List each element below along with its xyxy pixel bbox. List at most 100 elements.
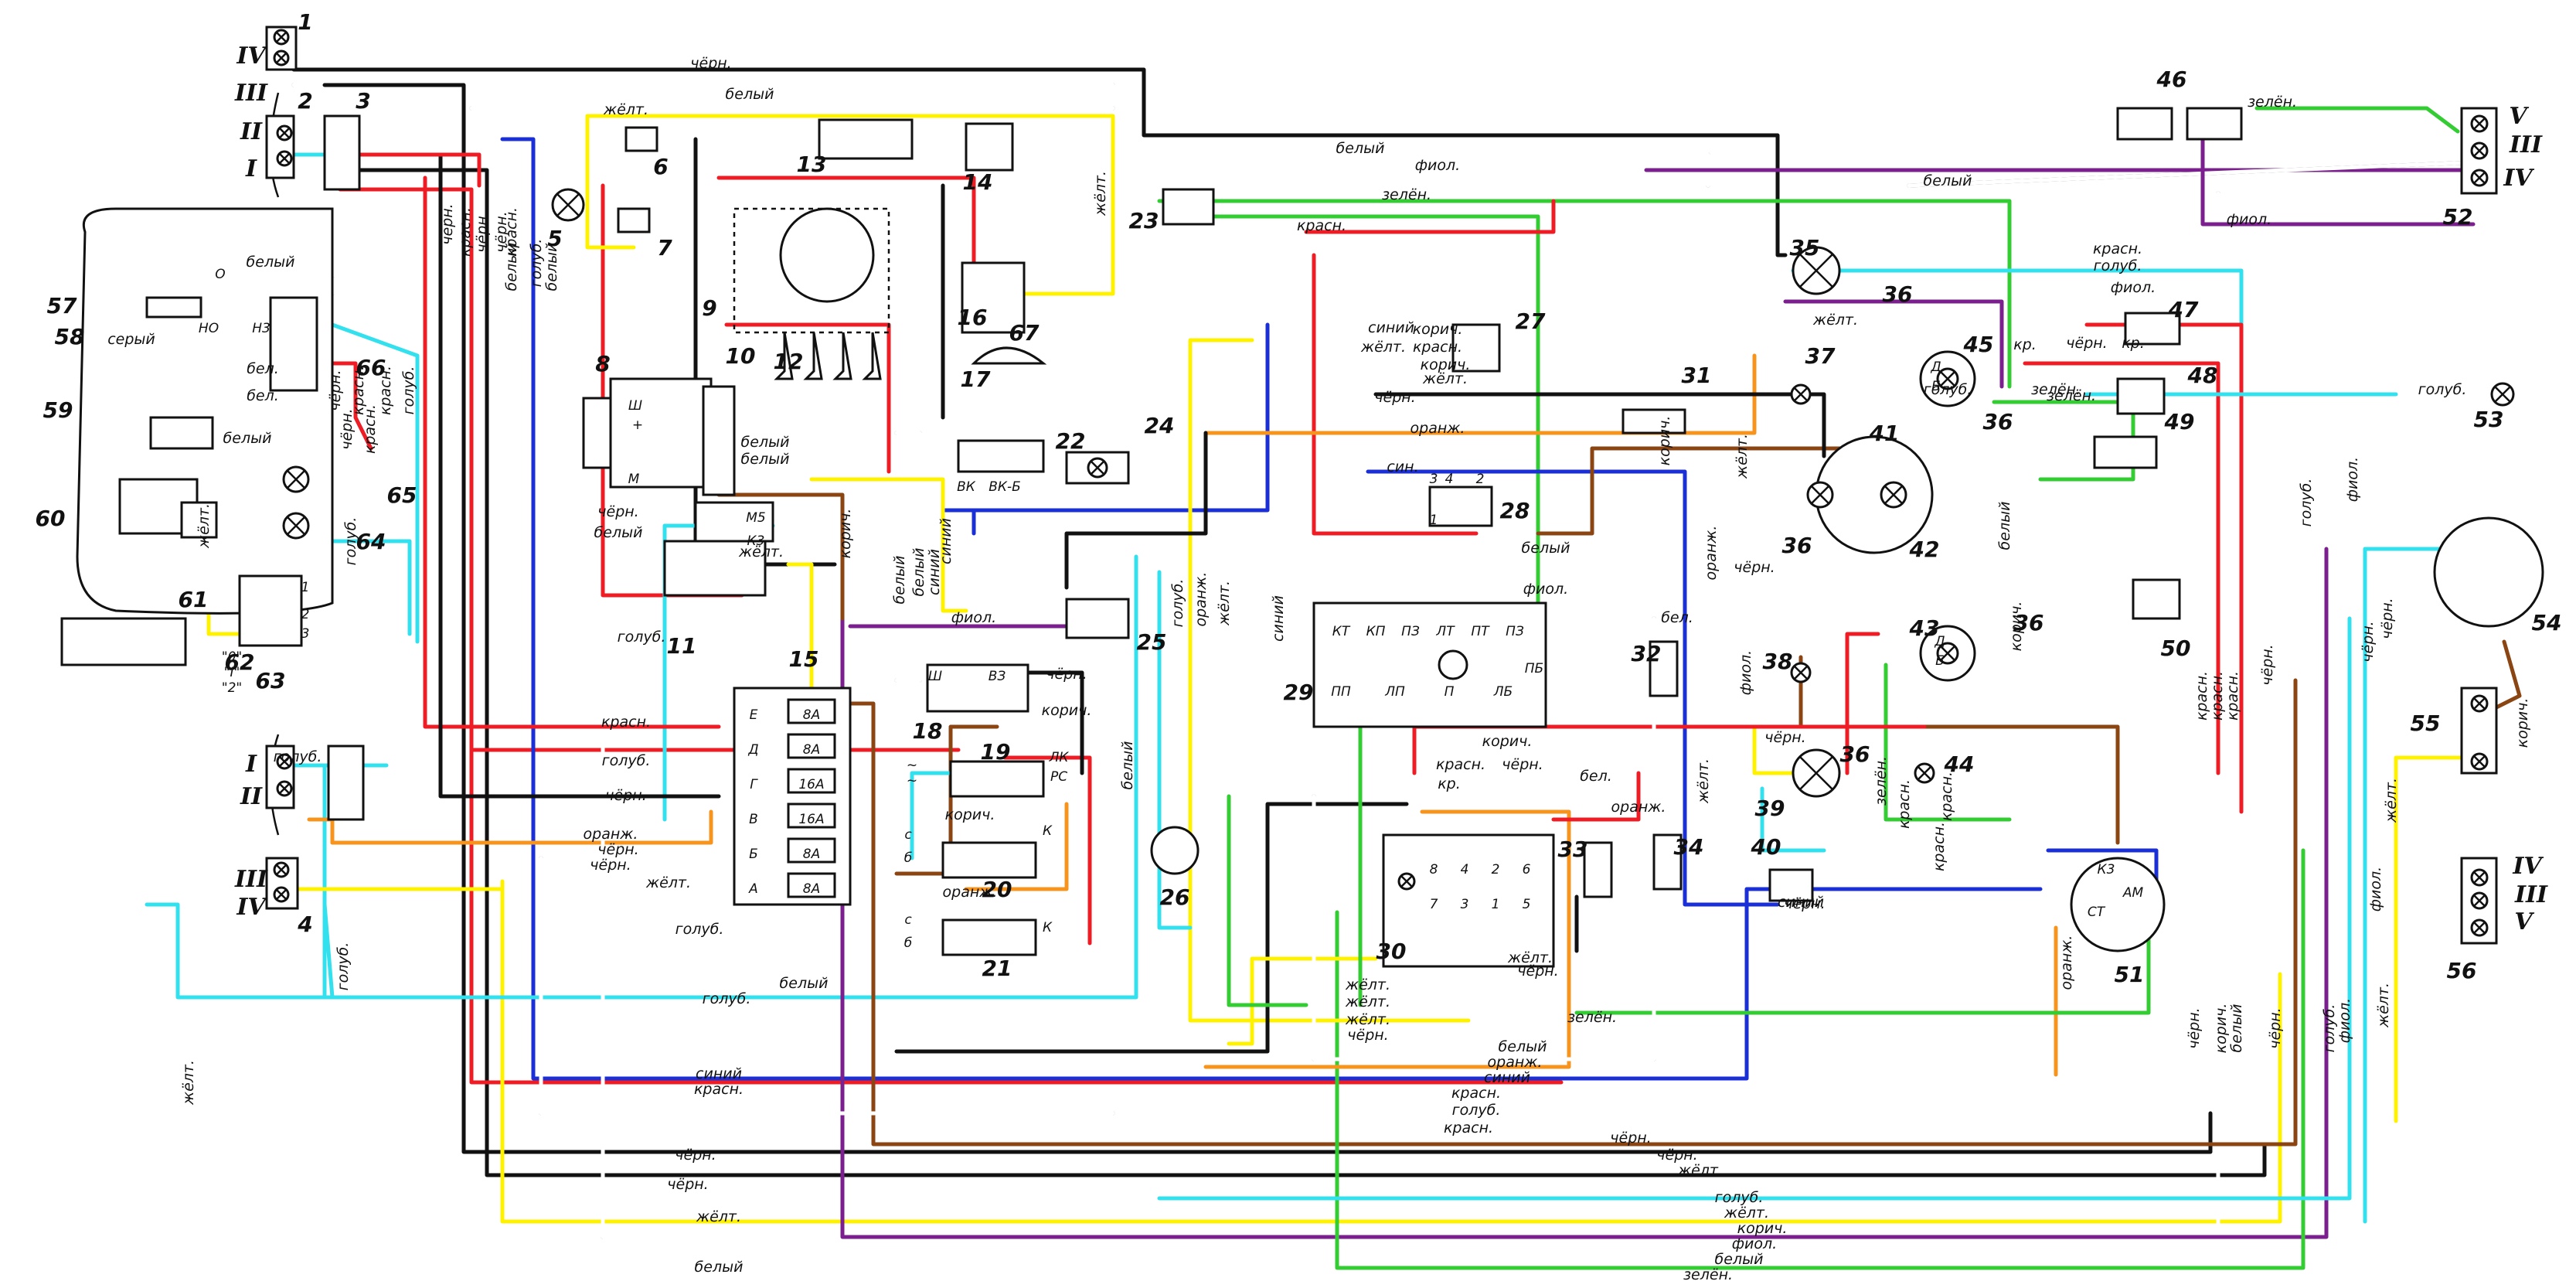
component-number-61: 61 [179, 587, 209, 612]
wire-cyan-54 [2363, 547, 2445, 1224]
wire-label-violet: фиол. [2111, 279, 2156, 296]
ignition-51 [2070, 857, 2166, 952]
pin-label-tilde: ~ [907, 773, 917, 789]
fuse-rating: 16А [798, 812, 824, 827]
wire-label-black: чёрн. [1347, 1027, 1388, 1044]
fuse-letter: Е [750, 707, 758, 723]
sensor-6 [624, 126, 658, 152]
component-number-67: 67 [1009, 320, 1040, 346]
wire-label-cyan: голуб. [2094, 257, 2142, 274]
wire-red-bottom [469, 748, 1564, 1085]
wire-label-red_short: кр. [2122, 335, 2145, 352]
wire-label-red: красн. [1297, 217, 1346, 234]
wire-label-black: чёрн. [327, 370, 344, 411]
wire-label-white: белый [1336, 140, 1385, 157]
component-number-48: 48 [2187, 363, 2218, 388]
battery-13 [818, 118, 914, 160]
wire-label-brown: корич. [1042, 702, 1092, 719]
fuse-32 [1649, 640, 1679, 697]
wire-label-red: красн. [1436, 756, 1485, 773]
fuse-33 [1583, 841, 1613, 898]
wire-label-white: белый [223, 430, 272, 447]
wire-cyan-64 [307, 539, 412, 636]
pin-label-sw29: КП [1366, 624, 1386, 639]
switch-27 [1451, 323, 1501, 373]
starter-62 [60, 617, 187, 666]
wire-label-yellow: жёлт. [1345, 993, 1390, 1010]
roman-numeral-four: IV [2512, 853, 2544, 880]
starter-relay-14 [965, 122, 1014, 172]
wire-label-violet: фиол. [951, 609, 996, 626]
pin-label-sw29: ПЗ [1401, 624, 1420, 639]
wire-label-cyan: голуб. [335, 942, 352, 991]
wire-label-brown: корич. [1421, 356, 1471, 373]
ignition-switch-22 [957, 439, 1045, 473]
wire-orange-20 [964, 802, 1069, 891]
component-number-7: 7 [657, 235, 672, 261]
fuse-34 [1652, 833, 1683, 891]
lamp-37-cross [1793, 387, 1809, 402]
wire-label-cyan: голуб. [1924, 381, 1972, 398]
pin-label-o: О [215, 267, 225, 282]
relay-11-box [663, 540, 767, 597]
wire-black-long [322, 83, 2213, 1154]
wire-label-red: красн. [601, 714, 651, 731]
component-number-3: 3 [356, 88, 370, 114]
wire-label-black: чёрн. [1502, 756, 1543, 773]
component-number-18: 18 [913, 718, 943, 744]
wire-label-violet: фиол. [2227, 211, 2271, 228]
component-number-57: 57 [47, 293, 77, 319]
relay-47 [2124, 312, 2181, 346]
component-number-34: 34 [1674, 834, 1704, 860]
wire-green-43 [1884, 663, 2012, 822]
relay-48 [2116, 377, 2166, 415]
component-number-56: 56 [2447, 958, 2477, 983]
pin-label-sw29: ПП [1331, 684, 1351, 700]
pin-label-k: К [1043, 920, 1053, 935]
regulator-10 [702, 385, 736, 496]
component-number-43: 43 [1909, 615, 1940, 641]
fuse-letter: Д [747, 742, 758, 758]
wire-label-red: красн. [362, 404, 379, 454]
switch-28 [1428, 486, 1493, 527]
wire-label-yellow: жёлт. [1216, 581, 1233, 626]
wire-label-red: красн. [2093, 240, 2142, 257]
fuse-icon [787, 768, 836, 794]
roman-numeral-five: V [2514, 908, 2534, 935]
headlamp-2 [265, 114, 295, 179]
lamp-icon-cross [1884, 485, 1904, 505]
component-number-29: 29 [1284, 680, 1314, 705]
wire-label-black: чёрн. [1784, 895, 1825, 912]
wire-label-black: чёрн. [2379, 598, 2396, 639]
wire-label-yellow: жёлт. [1724, 1205, 1769, 1222]
component-number-33: 33 [1558, 837, 1588, 862]
wire-yellow-top [585, 114, 1115, 296]
pin-label-1: 1 [301, 580, 310, 595]
wire-label-white: белый [1119, 741, 1136, 790]
wire-yellow-27 [1188, 338, 1471, 1023]
wire-label-red: красн. [1931, 822, 1948, 871]
component-number-63: 63 [256, 668, 286, 693]
wire-label-violet: фиол. [1737, 650, 1754, 695]
component-number-36: 36 [2014, 610, 2044, 635]
lamp-icon-cross [2473, 697, 2486, 710]
coil-59 [149, 416, 214, 450]
component-number-39: 39 [1755, 796, 1785, 821]
component-number-28: 28 [1500, 498, 1530, 523]
wire-white-52 [1907, 160, 2476, 188]
wire-label-white_short: бел. [1661, 609, 1693, 626]
sensor-49 [2093, 435, 2158, 469]
wire-violet-top [1644, 121, 2491, 172]
roman-numeral-one: I [245, 751, 257, 778]
wire-green-46 [2254, 106, 2460, 134]
wire-label-yellow: жёлт. [696, 1208, 741, 1225]
wire-label-black: чёрн. [2186, 1007, 2203, 1048]
generator-8 [609, 377, 713, 489]
wire-layer [114, 67, 2522, 1270]
wire-label-white: белый [543, 243, 560, 291]
wire-label-white: белый [594, 524, 643, 541]
wire-black-long-2 [338, 168, 2267, 1177]
pin-label-am: АМ [2122, 885, 2144, 901]
wire-orange-left [330, 809, 713, 845]
component-number-12: 12 [774, 349, 804, 374]
